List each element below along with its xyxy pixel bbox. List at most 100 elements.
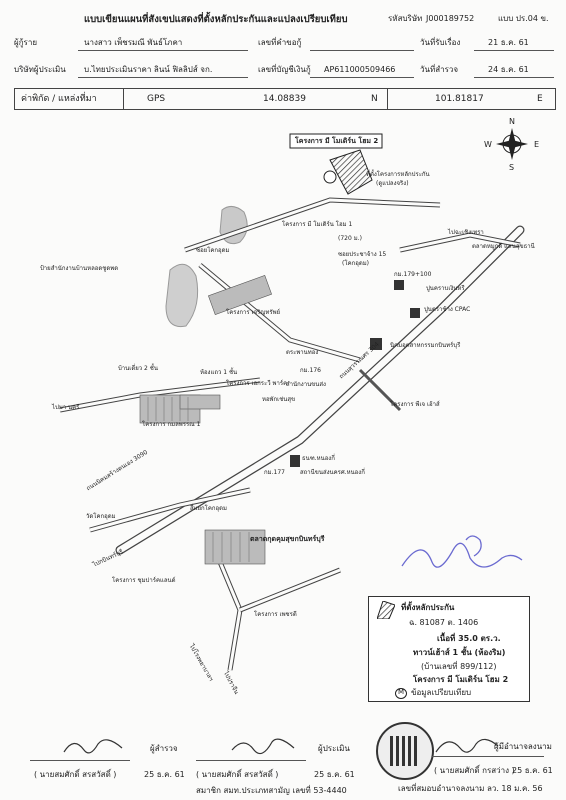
collateral-marker [323,170,337,184]
label-distance: (720 ม.) [338,235,362,242]
legend-project: โครงการ มี โมเดิร์น โฮม 2 [413,675,509,684]
label-market: ตลาดกุดคุมสุขกบินทร์บุรี [250,535,325,543]
surveyor-date: 25 ธ.ค. 61 [144,770,185,779]
label-bank: ธนฑ.หนองกี่ [302,455,335,462]
project-title-box [289,133,383,149]
underline [78,77,248,78]
survey-date-label: วันที่สำรวจ [420,65,459,74]
authorization-note: เลขที่สมอบอำนาจลงนาม ลว. 18 ม.ค. 56 [398,784,543,793]
coords-source: GPS [147,94,166,104]
label-villa: ตลาดหมูกดี แสนสุขธานี [472,243,535,250]
label-wat: วัดโคกอุดม [86,513,116,520]
label-km177: กม.177 [264,469,285,476]
coords-lat-dir: N [371,94,378,104]
appraiser-sign-label: ผู้ประเมิน [318,744,350,753]
collateral-note-2: (ดูแปลงจริง) [376,180,409,187]
label-road-west: ไปมา นครี [52,404,80,411]
project-title: โครงการ มี โมเดิร์น โฮม 2 [295,137,379,145]
road-minor [358,368,402,412]
label-house2: บ้านเดี่ยว 2 ชั้น [118,365,158,372]
label-pet: โครงการ เพชรดี [254,611,297,618]
document-title: แบบเขียนแผนที่สังเขปแสดงที่ตั้งหลักประกั… [84,14,348,25]
collateral-note: ที่ตั้งโครงการหลักประกัน [366,171,430,178]
company-code: J000189752 [426,14,475,23]
association-note: สมาชิก สมท.ประเภทสามัญ เลขที่ 53-4440 [196,786,347,795]
label-intersection: สี่แยกโคกอุดม [190,505,228,512]
label-project1: โครงการ มี โมเดิร์น โฮม 1 [282,221,353,228]
account-no: AP611000509466 [324,65,396,74]
legend-deed: ฉ. 81087 ต. 1406 [409,618,479,627]
road-secondary [184,198,441,252]
location-map [59,128,528,671]
borrower-name: นางสาว เพ็ชรมณี พันธ์โภคา [84,38,183,47]
director-signature [435,738,499,753]
label-soi: ซอยโคกอุดม [196,247,230,254]
compass-rose [496,128,528,160]
label-teacher: ตระพานทอง [286,349,319,356]
label-industrial: นิคมอุตสาหกรรมกบินทร์บุรี [390,342,461,349]
compass-n: N [509,117,515,126]
label-townhouse: ห้องแถว 1 ชั้น [200,369,238,376]
road-secondary [212,549,243,671]
housing-stripes [147,397,250,562]
label-cpac: ปูนตราช้าง CPAC [424,306,471,313]
label-road-15b: (โคกอุดม) [342,260,370,267]
label-road-15: ซอยประชาจ้าง 15 [338,251,387,258]
director-label: ผู้มีอำนาจลงนาม [494,742,552,751]
label-office: ป้ายสำนักงานบ้านหลอดชูดพด [40,265,119,272]
road-secondary [89,488,251,532]
label-park: โครงการ เอกระวี พาร์ค [226,380,288,387]
housing-block [139,274,272,565]
legend-house-no: (บ้านเลขที่ 899/112) [421,662,497,671]
label-jaroen: โครงการ เจริญทรัพย์ [226,309,281,316]
signature-line [30,760,130,761]
form-number: แบบ ปร.04 ข. [498,14,549,23]
request-date-label: วันที่รับเรื่อง [420,38,461,47]
compass-w: W [484,140,492,149]
survey-date: 24 ธ.ค. 61 [488,65,529,74]
account-no-label: เลขที่บัญชีเงินกู้ [258,65,311,74]
coordinates-bar: ค่าพิกัด / แหล่งที่มา GPS 14.08839 N 101… [14,88,556,110]
legend-box: ที่ตั้งหลักประกัน ฉ. 81087 ต. 1406 เนื้อ… [368,596,530,702]
appraiser-signature [231,738,295,755]
appraiser-sign-name: ( นายสมศักดิ์ สรสวัสดิ์ ) [196,770,279,779]
coords-longitude: 101.81817 [435,94,484,104]
coords-latitude: 14.08839 [263,94,306,104]
borrower-label: ผู้กู้ราย [14,38,38,47]
signature-line [432,756,544,757]
underline [310,50,414,51]
legend-building: ทาวน์เฮ้าส์ 1 ชั้น (ห้องริม) [413,648,506,657]
label-km: กม.179+100 [394,271,432,278]
appraiser-label: บริษัทผู้ประเมิน [14,65,66,74]
company-code-label: รหัสบริษัท [388,14,423,23]
label-police: สำนักงานขนส่ง [286,381,326,388]
company-stamp [376,722,434,780]
label-kamolnet: โครงการ กมลพรรณ 1 [142,421,201,428]
appraiser-name: บ.ไทยประเมินราคา ลินน์ ฟิลลิปส์ จก. [84,65,213,74]
road-secondary [239,568,341,612]
coords-lon-dir: E [537,94,543,104]
director-date: 25 ธ.ค. 61 [512,766,553,775]
request-date: 21 ธ.ค. 61 [488,38,529,47]
compass-e: E [534,140,540,149]
label-dorm: หอพักเช่นสุข [262,396,296,403]
underline [78,50,248,51]
surveyor-label: ผู้สำรวจ [150,744,178,753]
comparison-marker-icon: M [395,688,407,699]
handwritten-signature [401,535,523,568]
label-kanchana: โครงการ ชุมปาร์คแลนด์ [112,577,176,584]
vegetation-area [165,263,199,328]
coords-divider [123,89,124,109]
label-bus-station: สถานีขนส่งนครศ.หนองกี่ [300,469,365,476]
stamp-emblem-icon [390,736,420,766]
appraiser-sign-date: 25 ธ.ค. 61 [314,770,355,779]
factory-icon [290,280,420,467]
collateral-site [329,149,373,195]
legend-title: ที่ตั้งหลักประกัน [401,603,455,612]
legend-area: เนื้อที่ 35.0 ตร.ว. [437,634,501,643]
highway-304 [116,226,524,554]
underline [474,77,554,78]
director-name: ( นายสมศักดิ์ กรสว่าง ) [434,766,515,775]
label-km176: กม.176 [300,367,321,374]
